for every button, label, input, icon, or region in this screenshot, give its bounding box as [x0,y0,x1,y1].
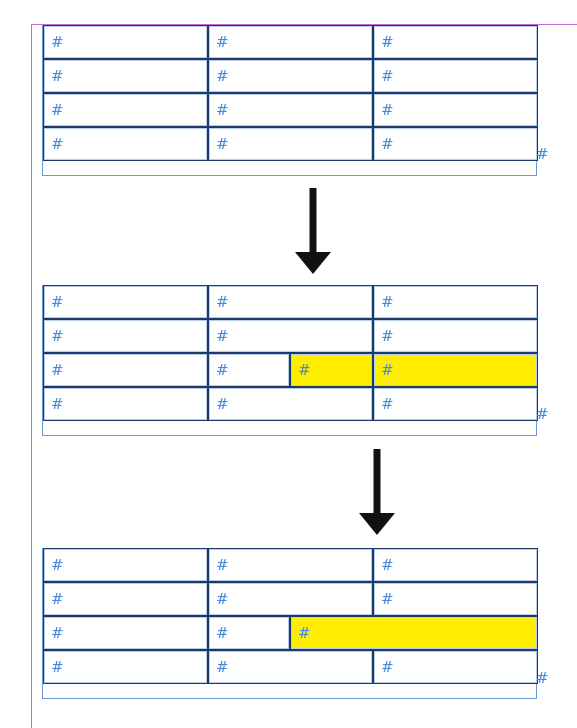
cell-marker: # [51,135,64,153]
table-cell[interactable]: # [208,616,290,650]
cell-marker: # [216,67,229,85]
table-cell[interactable]: # [43,93,208,127]
cell-marker: # [216,395,229,413]
cell-marker: # [216,327,229,345]
cell-marker: # [51,395,64,413]
cell-marker: # [381,658,394,676]
table-cell[interactable]: # [43,353,208,387]
table-cell[interactable]: # [373,93,538,127]
cell-marker: # [51,327,64,345]
cell-marker: # [51,624,64,642]
table-cell[interactable]: # [373,127,538,161]
cell-marker: # [381,33,394,51]
cell-marker: # [216,624,229,642]
cell-marker: # [381,135,394,153]
cell-marker: # [216,135,229,153]
cell-marker: # [216,658,229,676]
table-cell-highlighted[interactable]: # [373,353,538,387]
cell-marker: # [381,361,394,379]
table-cell[interactable]: # [373,285,538,319]
table-cell[interactable]: # [208,59,373,93]
table-end-mark-1: # [536,145,549,163]
cell-marker: # [51,590,64,608]
cell-marker: # [216,556,229,574]
table-cell[interactable]: # [43,387,208,421]
table-cell[interactable]: # [373,548,538,582]
arrow-down-icon [359,449,395,535]
table-cell[interactable]: # [373,25,538,59]
cell-marker: # [381,101,394,119]
arrow-down-icon [295,188,331,274]
cell-marker: # [51,658,64,676]
cell-marker: # [51,101,64,119]
table-cell[interactable]: # [43,285,208,319]
cell-marker: # [381,590,394,608]
cell-marker: # [298,624,311,642]
cell-marker: # [216,101,229,119]
table-cell[interactable]: # [373,59,538,93]
table-end-mark-2: # [536,405,549,423]
page-margin-guide-top [31,24,577,25]
table-cell[interactable]: # [373,582,538,616]
table-cell[interactable]: # [208,93,373,127]
cell-marker: # [381,395,394,413]
table-cell[interactable]: # [43,127,208,161]
cell-marker: # [381,293,394,311]
cell-marker: # [216,293,229,311]
table-cell[interactable]: # [43,616,208,650]
cell-marker: # [51,556,64,574]
table-cell[interactable]: # [43,25,208,59]
cell-marker: # [51,33,64,51]
cell-marker: # [216,33,229,51]
table-cell[interactable]: # [43,548,208,582]
table-cell[interactable]: # [373,387,538,421]
cell-marker: # [216,361,229,379]
table-cell[interactable]: # [373,319,538,353]
cell-marker: # [51,293,64,311]
table-cell-highlighted[interactable]: # [290,616,538,650]
cell-marker: # [298,361,311,379]
cell-marker: # [216,590,229,608]
cell-marker: # [381,327,394,345]
table-end-mark-3: # [536,669,549,687]
table-cell[interactable]: # [43,582,208,616]
table-cell[interactable]: # [208,650,373,684]
cell-marker: # [51,67,64,85]
table-cell[interactable]: # [208,127,373,161]
table-cell-highlighted[interactable]: # [290,353,373,387]
table-cell[interactable]: # [208,353,290,387]
table-cell[interactable]: # [208,25,373,59]
page-margin-guide-left [31,24,32,728]
cell-marker: # [381,67,394,85]
table-cell[interactable]: # [43,650,208,684]
table-cell[interactable]: # [373,650,538,684]
cell-marker: # [381,556,394,574]
cell-marker: # [51,361,64,379]
table-cell[interactable]: # [43,319,208,353]
table-cell[interactable]: # [208,285,373,319]
table-cell[interactable]: # [208,582,373,616]
table-cell[interactable]: # [208,387,373,421]
table-cell[interactable]: # [208,548,373,582]
table-cell[interactable]: # [43,59,208,93]
table-cell[interactable]: # [208,319,373,353]
